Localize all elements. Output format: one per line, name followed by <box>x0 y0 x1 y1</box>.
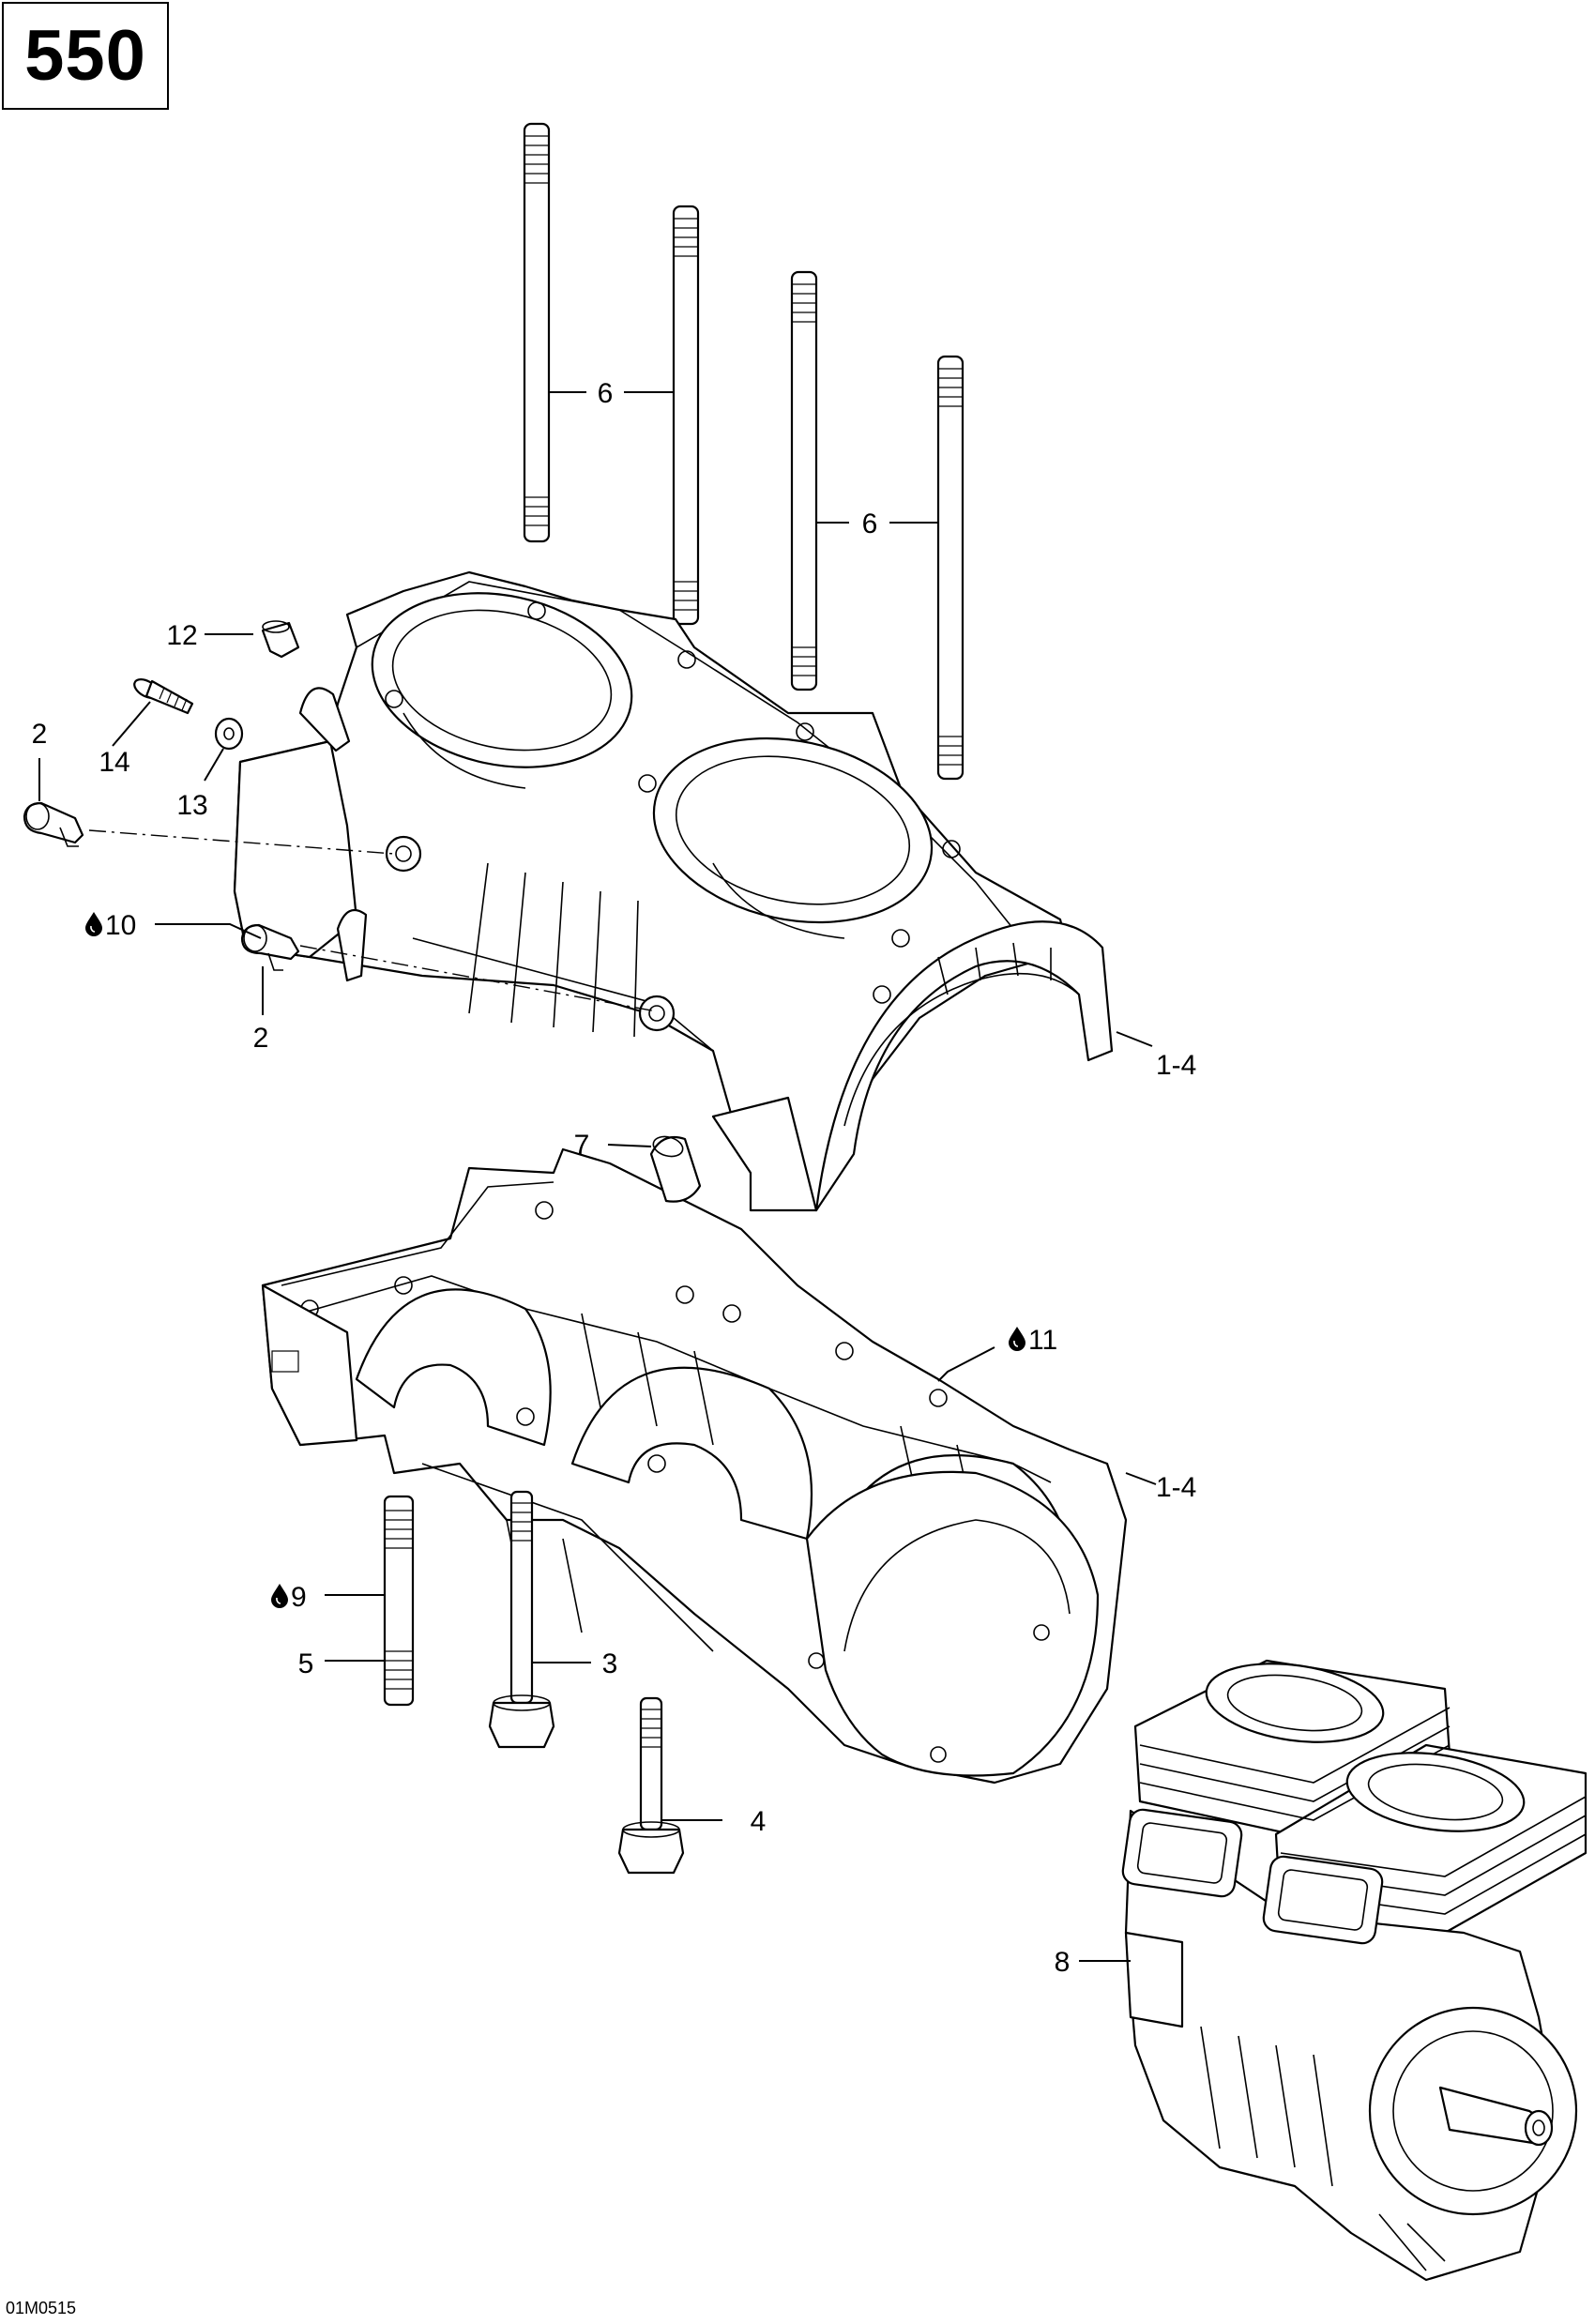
callout-label-4: 4 <box>751 1806 767 1837</box>
plug-part-12 <box>261 620 300 659</box>
model-label-box: 550 <box>2 2 169 110</box>
callout-label-3: 3 <box>602 1648 618 1679</box>
stud-part-6-b <box>672 205 700 626</box>
callout-label-13: 13 <box>176 790 207 821</box>
seal-part-7 <box>649 1135 702 1203</box>
oil-drop-icon <box>84 911 103 937</box>
bolt-part-4 <box>617 1696 685 1875</box>
screw-part-14 <box>133 678 194 715</box>
oil-drop-icon <box>1008 1326 1026 1352</box>
callout-label-6-b: 6 <box>862 509 878 539</box>
callout-label-2-b: 2 <box>253 1023 269 1054</box>
callout-label-8: 8 <box>1055 1947 1071 1978</box>
callout-label-6-a: 6 <box>598 378 614 409</box>
callout-label-2-a: 2 <box>32 719 48 750</box>
stud-part-5 <box>383 1495 415 1707</box>
lower-crankcase-half <box>261 1147 1128 1785</box>
stud-part-6-c <box>790 270 818 691</box>
callout-label-1-4-upper: 1-4 <box>1156 1050 1196 1081</box>
callout-label-5: 5 <box>298 1648 314 1679</box>
callout-label-7: 7 <box>574 1130 590 1161</box>
upper-crankcase-half <box>233 570 1114 1212</box>
oil-drop-icon <box>270 1583 289 1609</box>
callout-label-1-4-lower: 1-4 <box>1156 1472 1196 1503</box>
fitting-part-2-a <box>23 801 84 847</box>
stud-part-6-a <box>523 122 551 543</box>
model-label: 550 <box>24 16 146 96</box>
washer-part-13 <box>214 717 244 751</box>
callout-label-12: 12 <box>166 620 197 651</box>
engine-assembly-part-8 <box>1121 1659 1587 2282</box>
callout-label-14: 14 <box>99 747 129 778</box>
callout-label-9: 9 <box>291 1582 307 1613</box>
alignment-line-fitting-lower <box>299 945 658 1012</box>
callout-label-10: 10 <box>105 910 136 941</box>
callout-label-11: 11 <box>1028 1325 1057 1356</box>
bolt-part-3 <box>488 1490 555 1749</box>
callout-leader-lines <box>38 391 1157 1962</box>
stud-part-6-d <box>936 355 965 781</box>
alignment-line-fitting-upper <box>88 829 395 855</box>
drawing-reference-code: 01M0515 <box>6 2299 76 2317</box>
